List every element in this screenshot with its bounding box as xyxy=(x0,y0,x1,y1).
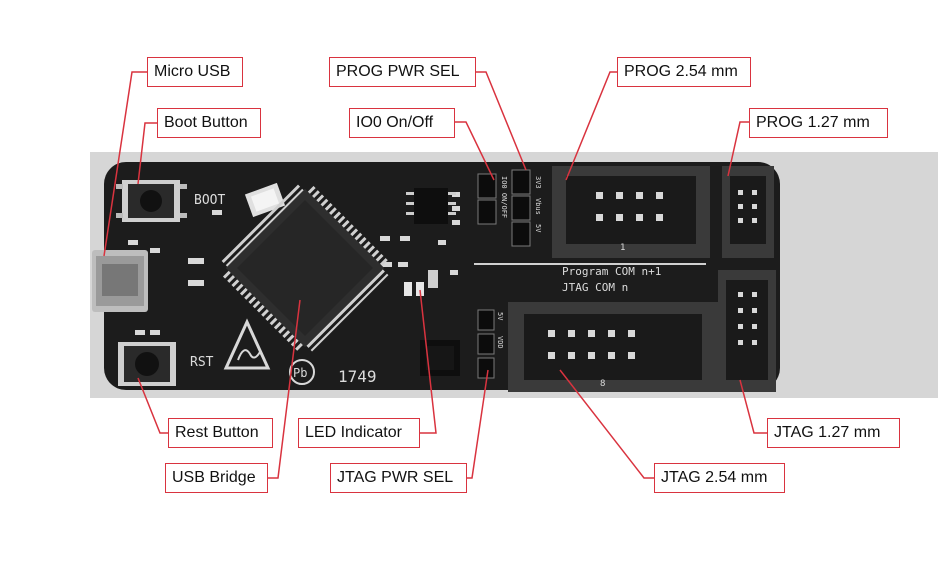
silk-jumper-vdd: VDD xyxy=(496,336,504,349)
regulator-chip xyxy=(406,188,456,224)
boot-button xyxy=(116,180,187,222)
leader-lines xyxy=(103,71,767,479)
silk-jtag-row: JTAG COM n xyxy=(562,281,628,294)
silk-date-code: 1749 xyxy=(338,367,377,386)
led-indicators xyxy=(404,270,438,296)
callout-jtag-pwr-sel: JTAG PWR SEL xyxy=(330,463,467,493)
callout-micro-usb: Micro USB xyxy=(147,57,243,87)
callout-io0-on-off: IO0 On/Off xyxy=(349,108,455,138)
lower-chip xyxy=(420,340,460,376)
silk-jumper-io0: IO0 ON/OFF xyxy=(500,176,508,218)
callout-usb-bridge: USB Bridge xyxy=(165,463,268,493)
leader-rest-button xyxy=(137,377,168,434)
silk-jumper-5v-b: 5V xyxy=(496,312,504,321)
callout-jtag-1-27mm: JTAG 1.27 mm xyxy=(767,418,900,448)
leader-prog-254 xyxy=(565,71,617,181)
reset-button xyxy=(118,342,176,386)
silk-pin-8: 8 xyxy=(600,379,605,389)
callout-led-indicator: LED Indicator xyxy=(298,418,420,448)
leader-prog-127 xyxy=(727,121,749,177)
leader-jtag-254 xyxy=(559,369,654,479)
svg-text:Pb: Pb xyxy=(293,366,307,380)
leader-prog-pwr-sel xyxy=(476,71,527,171)
leader-usb-bridge xyxy=(268,299,301,479)
callout-boot-button: Boot Button xyxy=(157,108,261,138)
usb-bridge-chip xyxy=(221,184,389,352)
micro-usb-connector xyxy=(92,250,148,312)
callout-prog-1-27mm: PROG 1.27 mm xyxy=(749,108,888,138)
silk-pin-1: 1 xyxy=(620,243,625,253)
silk-boot: BOOT xyxy=(194,193,225,208)
jtag-1-27mm-connector xyxy=(718,270,776,392)
leader-io0 xyxy=(455,121,495,181)
esd-warning-symbol xyxy=(223,318,271,370)
callout-prog-pwr-sel: PROG PWR SEL xyxy=(329,57,476,87)
leader-boot-button xyxy=(137,122,157,185)
silk-jumper-5v: 5V xyxy=(534,224,542,233)
callout-prog-2-54mm: PROG 2.54 mm xyxy=(617,57,751,87)
silk-jumper-vbus: Vbus xyxy=(534,198,542,215)
prog-1-27mm-connector xyxy=(722,166,774,258)
jumper-headers-top xyxy=(477,169,531,247)
silkscreen-text: BOOT RST 1749 Program COM n+1 JTAG COM n… xyxy=(190,176,661,389)
pb-free-symbol: Pb xyxy=(289,359,315,385)
prog-2-54mm-connector xyxy=(552,166,710,258)
silk-program-row: Program COM n+1 xyxy=(562,265,661,278)
jtag-2-54mm-connector xyxy=(508,302,718,392)
jumper-headers-bottom xyxy=(477,309,495,379)
callout-rest-button: Rest Button xyxy=(168,418,273,448)
leader-jtag-pwr-sel xyxy=(467,369,489,479)
leader-led-indicator xyxy=(419,289,437,434)
leader-jtag-127 xyxy=(739,379,767,434)
silk-jumper-3v3: 3V3 xyxy=(534,176,542,189)
silk-rst: RST xyxy=(190,355,214,370)
leader-micro-usb xyxy=(103,71,147,257)
callout-jtag-2-54mm: JTAG 2.54 mm xyxy=(654,463,785,493)
